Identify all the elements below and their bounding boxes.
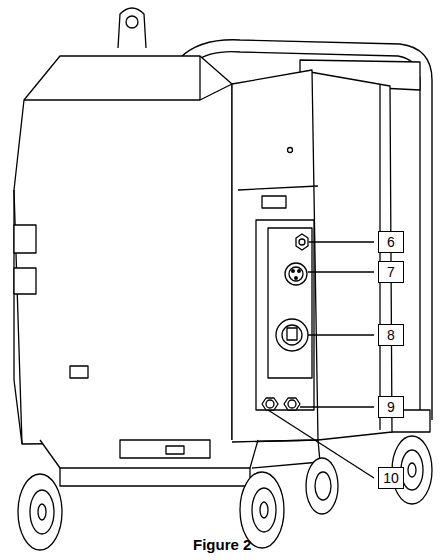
callout-box: 6: [378, 231, 404, 253]
callout-number: 6: [387, 235, 395, 249]
callout-number: 9: [387, 400, 395, 414]
callout-box: 9: [378, 396, 404, 418]
callout-box: 7: [378, 261, 404, 283]
callout-number: 8: [387, 328, 395, 342]
callout-number: 10: [383, 471, 399, 485]
callout-number: 7: [387, 265, 395, 279]
callout-box: 8: [378, 324, 404, 346]
callout-box: 10: [378, 467, 404, 489]
figure-caption: Figure 2: [193, 536, 251, 553]
